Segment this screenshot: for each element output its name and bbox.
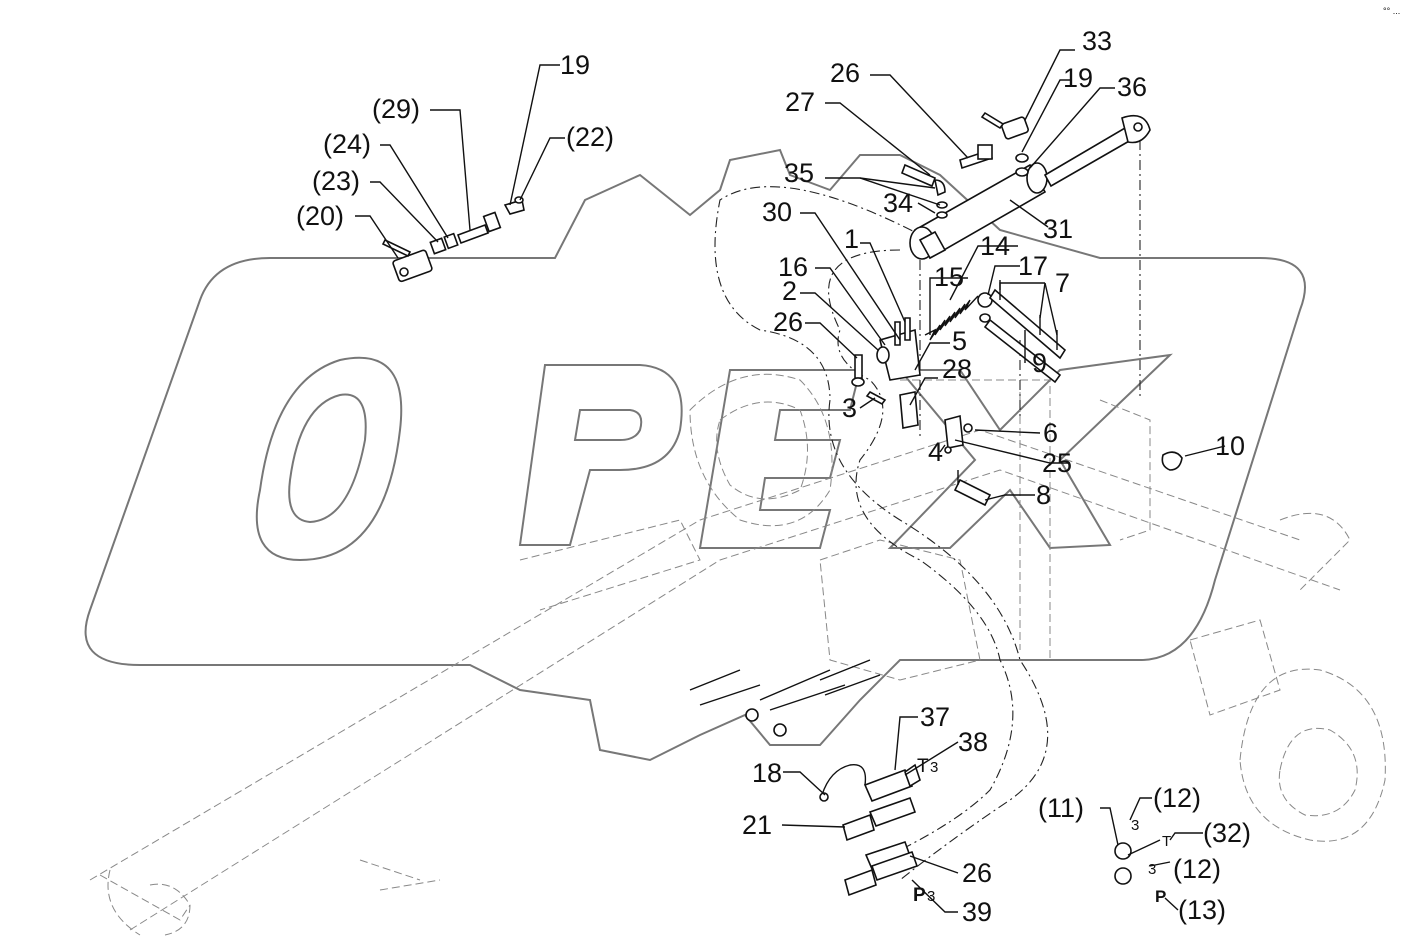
callout-15: 15 (934, 262, 964, 292)
port-p3-letter: P (913, 885, 926, 906)
spring-14 (924, 295, 979, 341)
pins-7-9 (983, 280, 1067, 384)
callout-3: 3 (842, 393, 857, 423)
callout-11: (11) (1038, 793, 1084, 823)
corner-mark: °° ... (1383, 6, 1400, 16)
callout-24: (24) (323, 129, 371, 159)
callout-29: (29) (372, 94, 420, 124)
tag-t: T (1162, 833, 1171, 850)
watermark-logo (84, 148, 1306, 762)
callout-26-mid: 26 (773, 307, 803, 337)
callout-21: 21 (742, 810, 772, 840)
cap-10 (1161, 451, 1183, 471)
callout-10: 10 (1215, 431, 1245, 461)
callout-12-top: (12) (1153, 783, 1201, 813)
seal-ring-19-36 (936, 153, 1029, 219)
callout-9: 9 (1032, 348, 1047, 378)
callout-36: 36 (1117, 72, 1147, 102)
callout-26-low: 26 (962, 858, 992, 888)
port-t3-letter: T (917, 756, 929, 777)
plate-28-4 (899, 391, 973, 454)
fittings-23-24 (429, 232, 459, 255)
callout-5: 5 (952, 326, 967, 356)
callout-19-top: 19 (1063, 63, 1093, 93)
callout-23: (23) (312, 166, 360, 196)
bracket-1-5 (876, 317, 921, 381)
hose-routes (714, 140, 1141, 881)
callout-2: 2 (782, 276, 797, 306)
hose-fitting-26-top (959, 144, 993, 170)
bolt-26-16 (851, 354, 865, 387)
tag-3-lower: 3 (1148, 861, 1156, 878)
callout-35: 35 (784, 158, 814, 188)
eye-bolt-17 (977, 292, 993, 323)
quick-coupler-21 (842, 796, 917, 842)
callout-labels: 33 26 19 36 27 35 34 31 30 1 14 16 15 17… (296, 26, 1251, 927)
callout-39: 39 (962, 897, 992, 927)
callout-37: 37 (920, 702, 950, 732)
callout-20: (20) (296, 201, 344, 231)
port-p3-sub: 3 (927, 888, 935, 905)
callout-18: 18 (752, 758, 782, 788)
callout-33: 33 (1082, 26, 1112, 56)
callout-14: 14 (980, 231, 1010, 261)
callout-16: 16 (778, 252, 808, 282)
clip-18 (819, 763, 867, 802)
fitting-27 (900, 163, 946, 197)
leader-lines (355, 49, 1226, 913)
ball-valve-20 (381, 238, 433, 283)
callout-32: (32) (1203, 818, 1251, 848)
port-marks: T 3 P 3 3 T 3 P (913, 756, 1171, 906)
callout-13: (13) (1178, 895, 1226, 925)
fitting-33 (980, 111, 1029, 140)
rings-11-12-13 (1114, 839, 1161, 885)
pipe-29 (456, 211, 502, 245)
callout-8: 8 (1036, 480, 1051, 510)
callout-19-left: 19 (560, 50, 590, 80)
callout-38: 38 (958, 727, 988, 757)
callout-31: 31 (1043, 214, 1073, 244)
tag-3-upper: 3 (1131, 817, 1139, 834)
callout-6: 6 (1043, 418, 1058, 448)
elbow-22 (503, 196, 525, 215)
callout-26-top: 26 (830, 58, 860, 88)
quick-coupler-37 (863, 763, 921, 803)
axle-frame-outline (89, 373, 1386, 936)
callout-22: (22) (566, 122, 614, 152)
quick-coupler-39 (844, 850, 919, 897)
hose-ends (689, 659, 881, 737)
callout-25: 25 (1042, 448, 1072, 478)
callout-17: 17 (1018, 251, 1048, 281)
callout-7: 7 (1055, 268, 1070, 298)
hydraulic-cylinder-31 (909, 114, 1151, 260)
callout-34: 34 (883, 188, 913, 218)
callout-27: 27 (785, 87, 815, 117)
port-t3-sub: 3 (930, 759, 938, 776)
callout-28: 28 (942, 354, 972, 384)
callout-12-mid: (12) (1173, 854, 1221, 884)
callout-1: 1 (844, 224, 859, 254)
tag-p: P (1155, 887, 1166, 906)
callout-4: 4 (928, 437, 943, 467)
pin-8 (953, 470, 992, 507)
bolt-3 (865, 390, 887, 406)
callout-30: 30 (762, 197, 792, 227)
